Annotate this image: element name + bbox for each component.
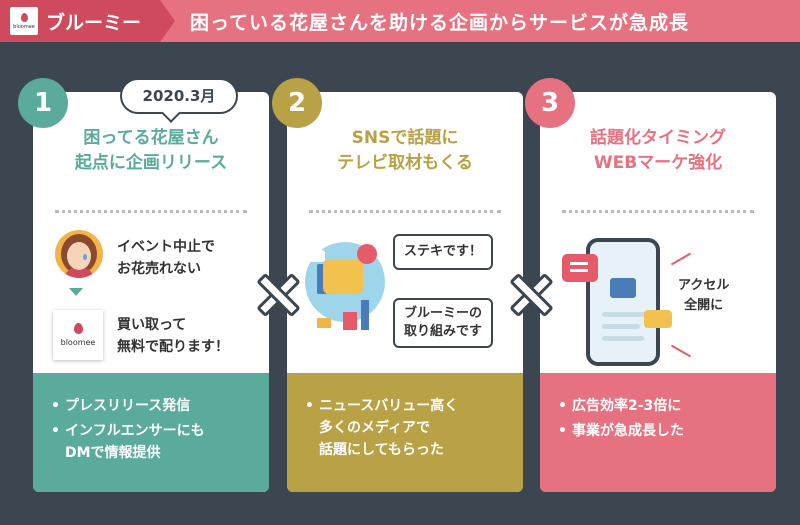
problem-line: お花売れない [117, 261, 201, 277]
bullet-dot: • [305, 398, 314, 414]
card-title-line: 起点に企画リリース [74, 153, 228, 173]
brand-tab: bloomee ブルーミー [0, 0, 175, 42]
chat-icon [644, 310, 672, 328]
bullet-dot: • [51, 423, 60, 439]
bullet-text: 話題にしてもらった [319, 442, 444, 458]
bullet-dot: • [51, 398, 60, 414]
step-number-2: 2 [272, 78, 322, 128]
bullet-text: インフルエンサーにも [65, 423, 205, 439]
dotted-divider [562, 210, 754, 213]
card-title-line: SNSで話題に [351, 128, 459, 148]
speech-line: 取り組みです [403, 324, 482, 339]
arrow-down-icon [69, 288, 83, 296]
accel-text: アクセル 全開に [678, 276, 729, 316]
bullet-dot: • [558, 398, 567, 414]
smartphone-icon [586, 238, 660, 366]
step-number-3: 3 [525, 78, 575, 128]
problem-line: イベント中止で [117, 239, 215, 255]
megaphone-icon [610, 278, 636, 298]
card-title: 困ってる花屋さん 起点に企画リリース [33, 126, 269, 176]
bullet-text: プレスリリース発信 [65, 398, 191, 414]
bullet-text: 広告効率2-3倍に [572, 398, 682, 414]
card-bullets: • 広告効率2-3倍に • 事業が急成長した [540, 373, 776, 492]
card-title: 話題化タイミング WEBマーケ強化 [540, 126, 776, 176]
solution-text: 買い取って 無料で配ります！ [117, 314, 229, 358]
flower-drop-icon [20, 12, 28, 22]
multiply-icon [257, 274, 293, 310]
brand-name: ブルーミー [46, 12, 142, 34]
step-number-1: 1 [18, 78, 68, 128]
crying-florist-icon [55, 230, 103, 278]
card-title-line: WEBマーケ強化 [593, 153, 723, 173]
problem-text: イベント中止で お花売れない [117, 236, 215, 280]
bullet-text: 多くのメディアで [319, 420, 431, 436]
step-card-2: SNSで話題に テレビ取材もくる ステキです！ ブルーミーの 取り組みです • ニ… [287, 92, 523, 492]
spark-icon [670, 344, 692, 358]
logo-word: bloomee [60, 338, 96, 347]
card-title-line: 困ってる花屋さん [83, 128, 219, 148]
bullet-text: 事業が急成長した [572, 423, 684, 439]
bullet-text: ニュースバリュー高く [319, 398, 459, 414]
dotted-divider [309, 210, 501, 213]
chart-bar-icon [343, 312, 357, 330]
accel-line: アクセル [678, 278, 730, 293]
chart-bar-icon [361, 300, 369, 330]
spark-icon [670, 252, 692, 266]
speech-bubble: ステキです！ [393, 234, 493, 270]
bullet-text: DMで情報提供 [65, 445, 161, 461]
dotted-divider [55, 210, 247, 213]
thumb-cuff-icon [317, 264, 327, 294]
heart-icon [357, 244, 377, 264]
speech-bubble: ブルーミーの 取り組みです [393, 298, 493, 348]
card-title-line: テレビ取材もくる [337, 153, 473, 173]
bullet-item: • インフルエンサーにも DMで情報提供 [51, 420, 269, 464]
header-banner: bloomee ブルーミー 困っている花屋さんを助ける企画からサービスが急成長 [0, 0, 800, 42]
date-badge: 2020.3月 [120, 78, 238, 114]
multiply-icon [510, 274, 546, 310]
card-title: SNSで話題に テレビ取材もくる [287, 126, 523, 176]
bloomee-logo-icon: bloomee [53, 310, 103, 360]
page-title: 困っている花屋さんを助ける企画からサービスが急成長 [190, 12, 690, 34]
accel-line: 全開に [684, 298, 724, 313]
card-bullets: • ニュースバリュー高く 多くのメディアで 話題にしてもらった [287, 373, 523, 492]
speech-line: ブルーミーの [403, 306, 482, 321]
envelope-icon [317, 318, 331, 328]
chat-icon [309, 250, 325, 262]
step-card-1: 困ってる花屋さん 起点に企画リリース イベント中止で お花売れない bloome… [33, 92, 269, 492]
card-bullets: • プレスリリース発信 • インフルエンサーにも DMで情報提供 [33, 373, 269, 492]
bullet-item: • ニュースバリュー高く 多くのメディアで 話題にしてもらった [305, 395, 523, 461]
bullet-item: • 広告効率2-3倍に [558, 395, 776, 417]
solution-line: 無料で配ります！ [117, 339, 229, 355]
solution-line: 買い取って [117, 317, 187, 333]
chat-icon [562, 254, 598, 282]
flower-drop-icon [73, 323, 83, 334]
card-title-line: 話題化タイミング [590, 128, 726, 148]
bullet-item: • プレスリリース発信 [51, 395, 269, 417]
logo-word: bloomee [13, 23, 35, 30]
bullet-dot: • [558, 423, 567, 439]
bullet-item: • 事業が急成長した [558, 420, 776, 442]
step-card-3: 話題化タイミング WEBマーケ強化 アクセル 全開に • 広告効率2-3倍に • 事… [540, 92, 776, 492]
thumbs-up-icon [323, 260, 363, 294]
bloomee-logo-icon: bloomee [10, 7, 38, 35]
